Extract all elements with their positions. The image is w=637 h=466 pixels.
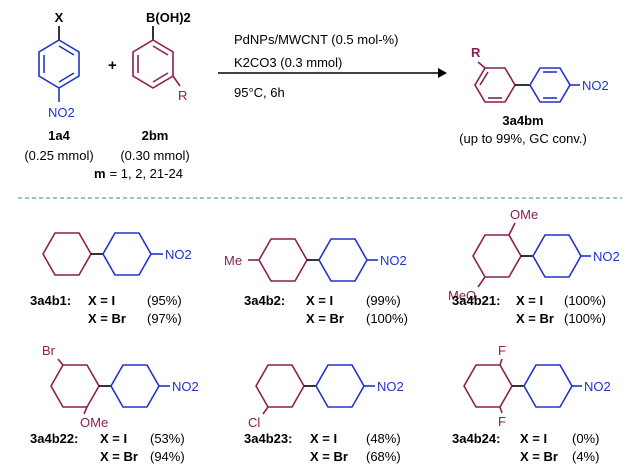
example-5-label: 3a4b23: X = I (48%) X = Br (68%) bbox=[244, 431, 401, 464]
svg-text:X = I: X = I bbox=[88, 293, 115, 308]
example-2-label: 3a4b2: X = I (99%) X = Br (100%) bbox=[244, 293, 408, 326]
svg-text:(99%): (99%) bbox=[366, 293, 401, 308]
svg-text:F: F bbox=[498, 343, 506, 358]
svg-text:(100%): (100%) bbox=[564, 293, 606, 308]
example-1-structure: NO2 bbox=[42, 232, 192, 276]
svg-text:X = I: X = I bbox=[516, 293, 543, 308]
reactant-2-structure: B(OH)2 R bbox=[132, 10, 191, 103]
product-yield-note: (up to 99%, GC conv.) bbox=[459, 131, 587, 146]
svg-text:(53%): (53%) bbox=[150, 431, 185, 446]
svg-text:NO2: NO2 bbox=[593, 249, 620, 264]
svg-text:X = I: X = I bbox=[306, 293, 333, 308]
svg-text:3a4b1:: 3a4b1: bbox=[30, 293, 71, 308]
example-4-structure: Br OMe NO2 bbox=[42, 343, 199, 430]
reactant-1-amount: (0.25 mmol) bbox=[24, 148, 93, 163]
svg-text:3a4b2:: 3a4b2: bbox=[244, 293, 285, 308]
svg-text:(95%): (95%) bbox=[147, 293, 182, 308]
svg-text:X = Br: X = Br bbox=[310, 449, 348, 464]
svg-text:3a4b23:: 3a4b23: bbox=[244, 431, 292, 446]
reactant-1-x-label: X bbox=[55, 10, 64, 25]
svg-text:(48%): (48%) bbox=[366, 431, 401, 446]
svg-text:OMe: OMe bbox=[80, 415, 108, 430]
svg-text:X = Br: X = Br bbox=[516, 311, 554, 326]
svg-text:3a4b22:: 3a4b22: bbox=[30, 431, 78, 446]
condition-temp-time: 95°C, 6h bbox=[234, 85, 285, 100]
example-3-structure: OMe MeO NO2 bbox=[448, 207, 620, 303]
svg-text:NO2: NO2 bbox=[584, 379, 611, 394]
product-no2-label: NO2 bbox=[582, 78, 609, 93]
reactant-1-structure: X NO2 bbox=[38, 10, 80, 120]
svg-text:X = Br: X = Br bbox=[306, 311, 344, 326]
svg-text:(94%): (94%) bbox=[150, 449, 185, 464]
example-3-label: 3a4b21: X = I (100%) X = Br (100%) bbox=[452, 293, 606, 326]
svg-text:(4%): (4%) bbox=[572, 449, 599, 464]
svg-text:NO2: NO2 bbox=[165, 247, 192, 262]
svg-text:(100%): (100%) bbox=[366, 311, 408, 326]
plus-sign: + bbox=[108, 57, 117, 74]
svg-text:X = Br: X = Br bbox=[520, 449, 558, 464]
product-r-label: R bbox=[471, 45, 481, 60]
svg-text:X = Br: X = Br bbox=[100, 449, 138, 464]
example-4-label: 3a4b22: X = I (53%) X = Br (94%) bbox=[30, 431, 185, 464]
svg-text:(0%): (0%) bbox=[572, 431, 599, 446]
reactant-2-code: 2bm bbox=[142, 128, 169, 143]
example-5-structure: Cl NO2 bbox=[248, 364, 404, 430]
svg-text:X = I: X = I bbox=[310, 431, 337, 446]
svg-text:MeO: MeO bbox=[448, 288, 476, 303]
svg-text:3a4b21:: 3a4b21: bbox=[452, 293, 500, 308]
svg-text:OMe: OMe bbox=[510, 207, 538, 222]
svg-text:3a4b24:: 3a4b24: bbox=[452, 431, 500, 446]
condition-base: K2CO3 (0.3 mmol) bbox=[234, 55, 342, 70]
condition-catalyst: PdNPs/MWCNT (0.5 mol-%) bbox=[234, 32, 398, 47]
svg-text:Me: Me bbox=[224, 253, 242, 268]
svg-text:NO2: NO2 bbox=[380, 253, 407, 268]
reactant-2-amount: (0.30 mmol) bbox=[120, 148, 189, 163]
svg-text:NO2: NO2 bbox=[172, 379, 199, 394]
svg-text:X = I: X = I bbox=[100, 431, 127, 446]
example-1-label: 3a4b1: X = I (95%) X = Br (97%) bbox=[30, 293, 182, 326]
svg-text:NO2: NO2 bbox=[377, 379, 404, 394]
reactant-2-r-label: R bbox=[178, 88, 187, 103]
product-structure: R NO2 bbox=[471, 45, 609, 103]
svg-text:F: F bbox=[498, 414, 506, 429]
reactant-2-m-values: m= 1, 2, 21-24 bbox=[94, 166, 183, 181]
example-2-structure: Me NO2 bbox=[224, 238, 407, 282]
example-6-structure: F F NO2 bbox=[463, 343, 611, 429]
svg-text:X = Br: X = Br bbox=[88, 311, 126, 326]
svg-text:(97%): (97%) bbox=[147, 311, 182, 326]
svg-text:(68%): (68%) bbox=[366, 449, 401, 464]
example-6-label: 3a4b24: X = I (0%) X = Br (4%) bbox=[452, 431, 599, 464]
reactant-1-code: 1a4 bbox=[48, 128, 70, 143]
reaction-arrow-head bbox=[438, 68, 447, 78]
svg-text:Br: Br bbox=[42, 343, 56, 358]
svg-text:(100%): (100%) bbox=[564, 311, 606, 326]
reactant-1-no2-label: NO2 bbox=[48, 105, 75, 120]
product-code: 3a4bm bbox=[502, 113, 543, 128]
svg-text:X = I: X = I bbox=[520, 431, 547, 446]
svg-text:Cl: Cl bbox=[248, 415, 260, 430]
reactant-2-boh-label: B(OH)2 bbox=[146, 10, 191, 25]
